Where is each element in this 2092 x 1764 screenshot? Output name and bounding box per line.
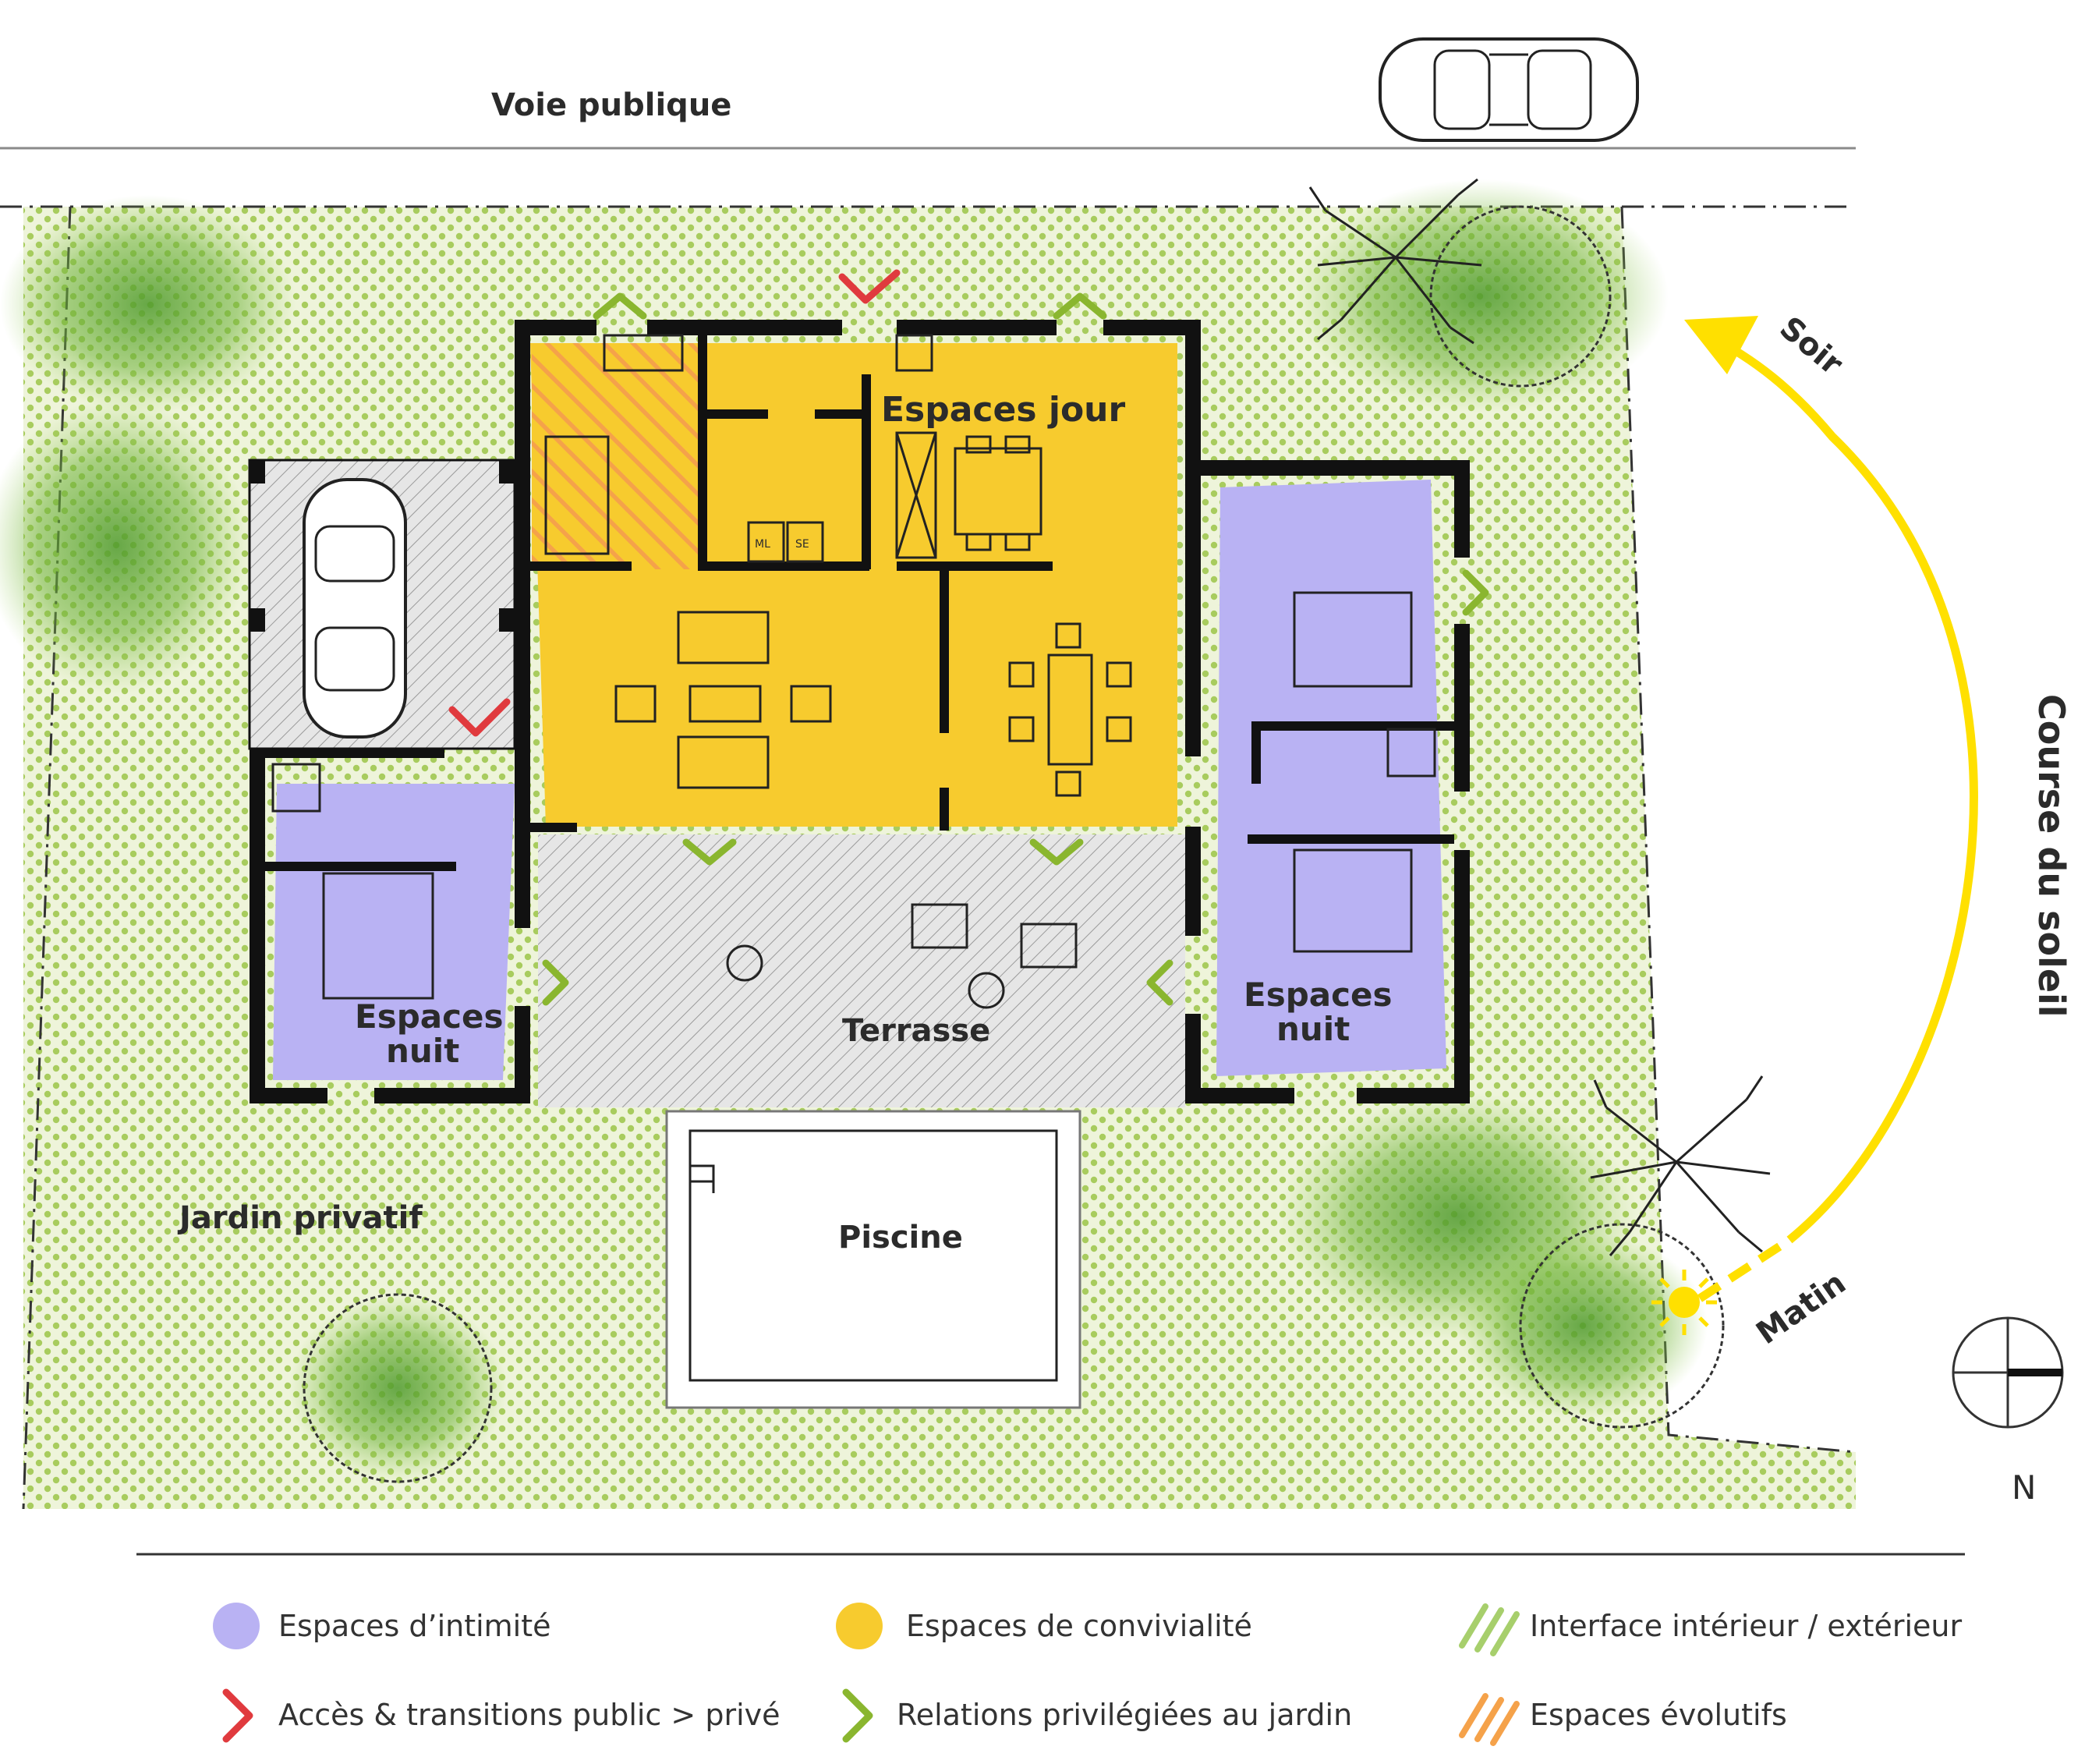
access-marker-entrance	[838, 269, 901, 304]
terrace	[538, 834, 1185, 1107]
legend-access-swatch	[222, 1688, 253, 1743]
tree-mass-w	[0, 398, 250, 694]
sun-path-dashed-start	[1697, 1236, 1793, 1302]
tree-mass-sw	[288, 1295, 507, 1482]
walls	[250, 320, 1470, 1103]
bare-tree-ne-icon	[1308, 178, 1482, 345]
tree-mass-ne	[1294, 179, 1669, 413]
legend-intimacy-swatch	[213, 1603, 260, 1649]
legend-evolving-swatch	[1459, 1693, 1520, 1746]
pool-ladder-icon	[690, 1164, 715, 1193]
night-right-label-2: nuit	[1276, 1010, 1350, 1048]
garden-relation-markers	[542, 292, 1489, 1006]
night-right-zone	[1216, 480, 1446, 1076]
night-left-zone	[273, 784, 515, 1080]
evening-label: Soir	[1773, 310, 1850, 382]
garage-car-icon	[303, 478, 407, 739]
evolving-space-zone	[532, 343, 699, 569]
legend-garden-relations-swatch	[842, 1688, 873, 1743]
legend-conviviality-swatch	[836, 1603, 883, 1649]
night-right-label-1: Espaces	[1244, 976, 1392, 1014]
north-label: N	[2012, 1468, 2036, 1507]
dryer-label: SE	[795, 538, 809, 551]
access-marker-garage	[448, 698, 511, 737]
furniture	[271, 334, 1436, 1009]
garden-label: Jardin privatif	[177, 1200, 423, 1236]
morning-label: Matin	[1750, 1265, 1852, 1351]
legend-interface-label: Interface intérieur / extérieur	[1530, 1609, 1962, 1643]
bare-tree-se-icon	[1590, 1075, 1771, 1256]
pool-label: Piscine	[838, 1220, 963, 1256]
tree-mass-nw	[0, 195, 296, 413]
sun-path-label: Course du soleil	[2030, 694, 2073, 1018]
terrace-label: Terrasse	[842, 1013, 990, 1049]
legend-garden-relations-label: Relations privilégiées au jardin	[897, 1698, 1352, 1732]
tree-mass-se2	[1458, 1232, 1708, 1419]
sun-path-arrowhead-icon	[1684, 316, 1758, 374]
day-spaces-label: Espaces jour	[881, 390, 1126, 430]
legend-evolving-label: Espaces évolutifs	[1530, 1698, 1787, 1732]
washer-label: ML	[755, 538, 770, 551]
night-left-label-1: Espaces	[355, 997, 503, 1036]
legend-interface-swatch	[1459, 1603, 1520, 1656]
road-label: Voie publique	[491, 87, 731, 123]
legend-conviviality-label: Espaces de convivialité	[906, 1609, 1252, 1643]
legend-intimacy-label: Espaces d’intimité	[278, 1609, 551, 1643]
night-left-label-2: nuit	[386, 1032, 459, 1070]
tree-outline-se	[1519, 1223, 1725, 1429]
sun-icon	[1651, 1270, 1717, 1335]
tree-outline-ne	[1429, 205, 1612, 388]
sun-path-arc	[1705, 331, 1978, 1244]
property-boundary-east	[1620, 206, 1857, 1454]
pool-basin	[688, 1129, 1058, 1382]
road-car-icon	[1379, 37, 1639, 142]
tree-outline-sw	[303, 1293, 493, 1483]
compass-icon	[1952, 1316, 2064, 1429]
legend-access-label: Accès & transitions public > privé	[278, 1698, 781, 1732]
